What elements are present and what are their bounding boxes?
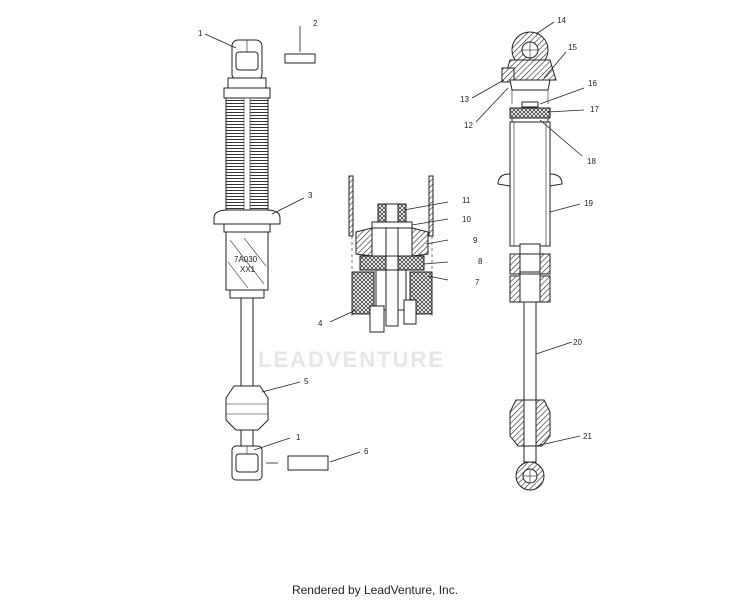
callout-4: 4 <box>318 319 323 328</box>
part-6-decal <box>287 455 329 471</box>
callout-16: 16 <box>588 79 597 88</box>
left-callouts: 1 2 3 5 1 6 <box>198 19 369 464</box>
callout-7: 7 <box>475 278 480 287</box>
callout-15: 15 <box>568 43 577 52</box>
shock-label-line1: 7A030 <box>234 255 258 264</box>
shock-exterior-view: 7A030 XX1 <box>213 39 281 481</box>
middle-callouts: 11 10 9 8 7 4 <box>318 196 483 328</box>
callout-1-top: 1 <box>198 29 203 38</box>
footer-credit: Rendered by LeadVenture, Inc. <box>291 583 459 597</box>
watermark: LEADVENTURE <box>258 347 445 372</box>
callout-10: 10 <box>462 215 471 224</box>
part-2-decal <box>284 53 316 64</box>
callout-11: 11 <box>462 196 471 205</box>
callout-8: 8 <box>478 257 483 266</box>
callout-19: 19 <box>584 199 593 208</box>
callout-6: 6 <box>364 447 369 456</box>
callout-14: 14 <box>557 16 566 25</box>
callout-20: 20 <box>573 338 582 347</box>
callout-2: 2 <box>313 19 318 28</box>
callout-12: 12 <box>464 121 473 130</box>
callout-1-bottom: 1 <box>296 433 301 442</box>
callout-5: 5 <box>304 377 309 386</box>
piston-detail-view <box>348 175 434 333</box>
right-callouts: 14 15 13 12 16 17 18 19 20 21 <box>460 16 599 447</box>
shock-label-line2: XX1 <box>240 265 256 274</box>
callout-17: 17 <box>590 105 599 114</box>
callout-9: 9 <box>473 236 478 245</box>
callout-13: 13 <box>460 95 469 104</box>
callout-18: 18 <box>587 157 596 166</box>
callout-21: 21 <box>583 432 592 441</box>
shock-section-view <box>497 31 563 491</box>
callout-3: 3 <box>308 191 313 200</box>
